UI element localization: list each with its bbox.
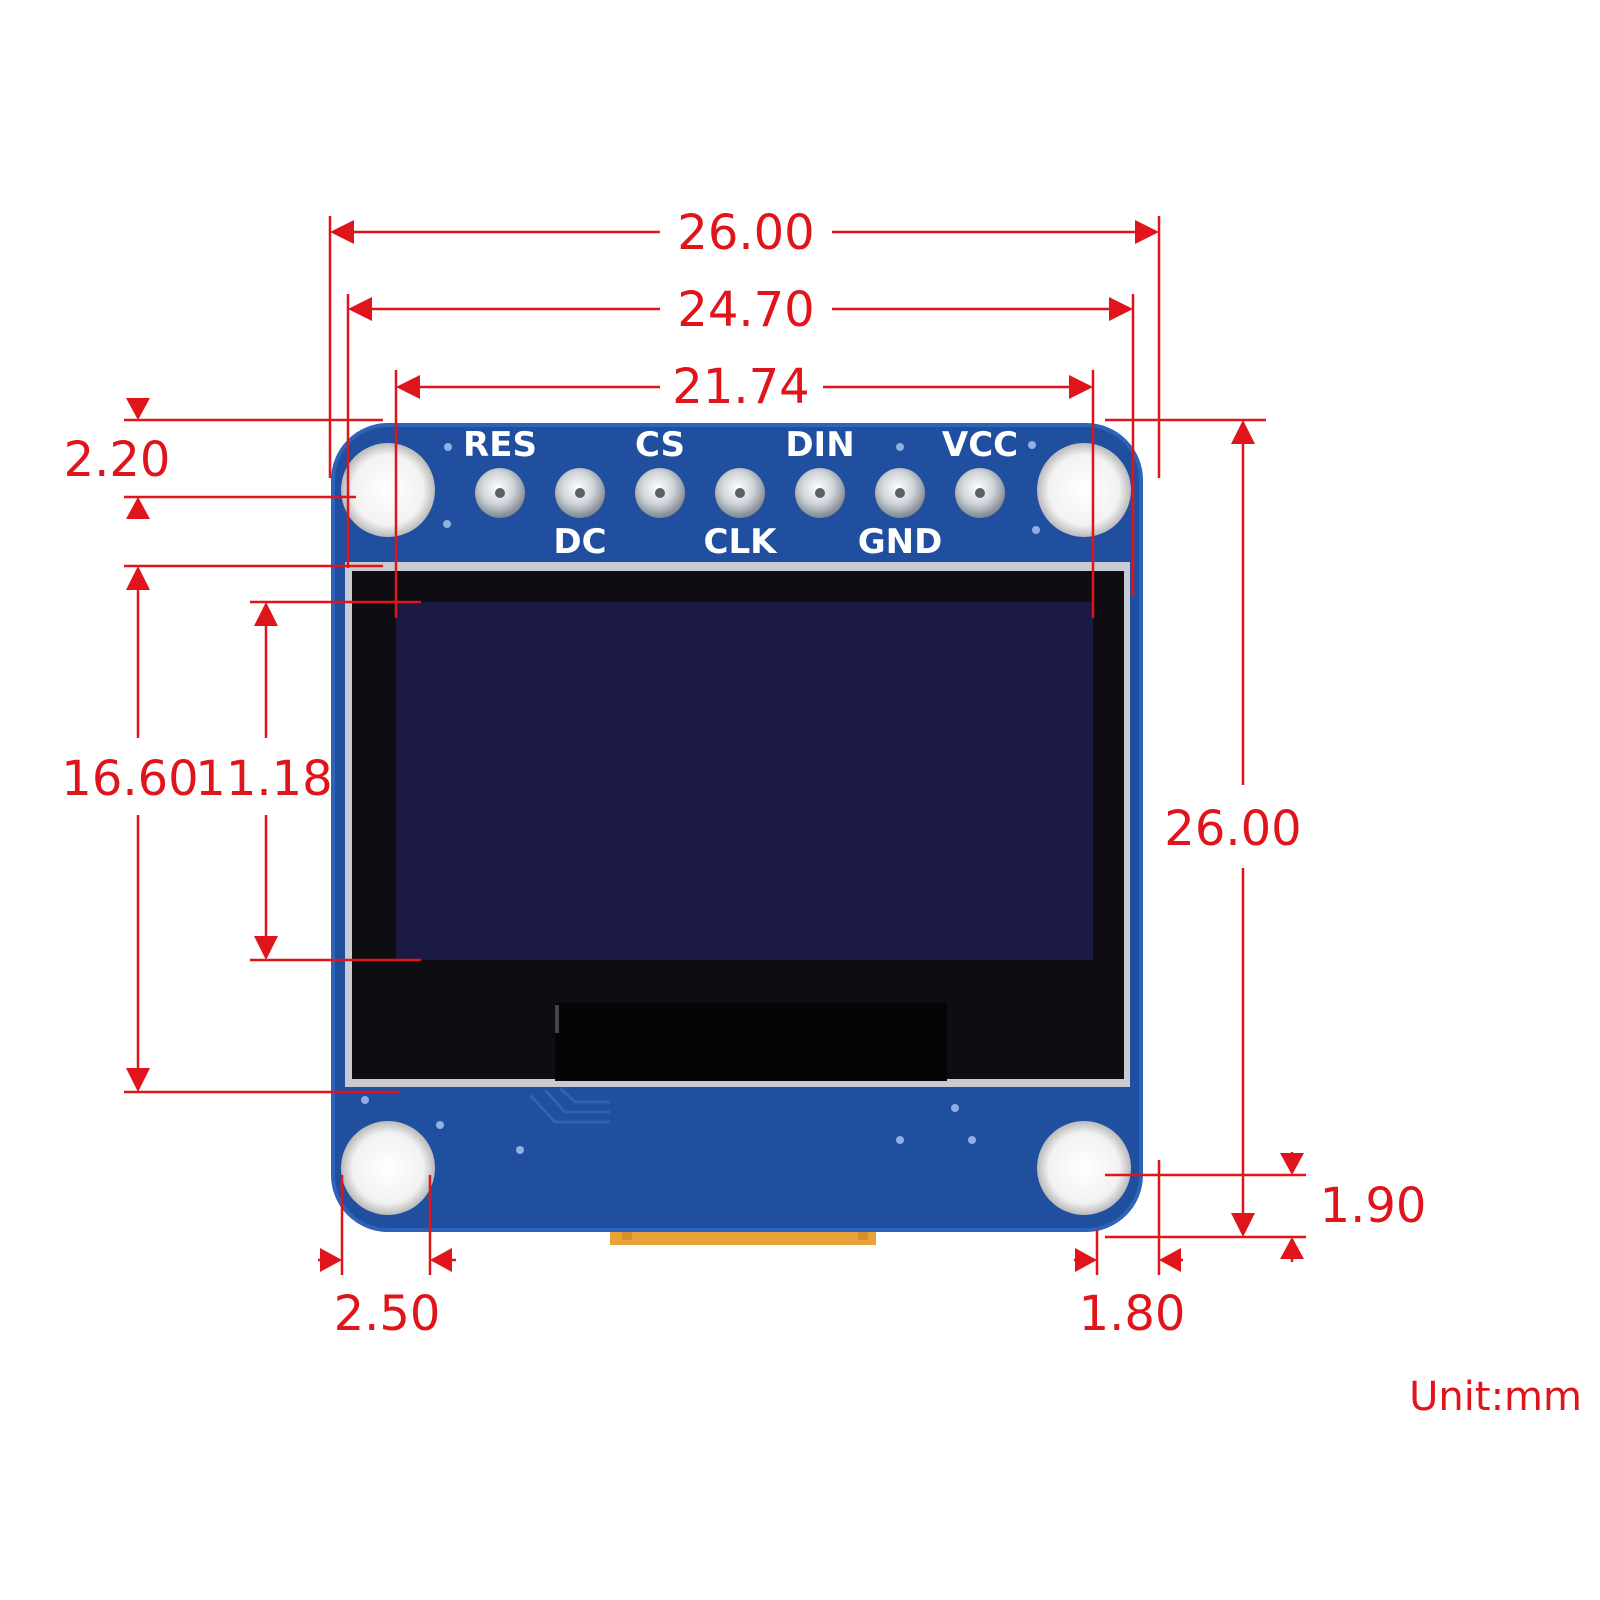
mounting-hole-top-right bbox=[1037, 443, 1131, 537]
oled-module: RES CS DIN VCC DC CLK GND bbox=[331, 423, 1143, 1245]
driver-ic bbox=[555, 1003, 947, 1081]
dimension-lines bbox=[124, 216, 1306, 1275]
pin-label-clk: CLK bbox=[704, 522, 779, 562]
pin-label-dc: DC bbox=[553, 522, 606, 562]
dim-hole-offset-bottom: 1.90 bbox=[1320, 1178, 1427, 1234]
active-area bbox=[396, 602, 1093, 960]
dim-hole-spacing-width: 24.70 bbox=[677, 282, 814, 338]
pin-label-din: DIN bbox=[785, 425, 854, 465]
pin-label-vcc: VCC bbox=[942, 425, 1018, 465]
dim-hole-offset-side: 1.80 bbox=[1079, 1286, 1186, 1342]
dim-active-area-width: 21.74 bbox=[672, 359, 809, 415]
dim-active-area-height: 11.18 bbox=[195, 751, 332, 807]
dim-overall-width: 26.00 bbox=[677, 205, 814, 261]
mounting-hole-top-left bbox=[341, 443, 435, 537]
mounting-hole-bottom-left bbox=[341, 1121, 435, 1215]
header-pads bbox=[475, 468, 1005, 518]
mounting-hole-bottom-right bbox=[1037, 1121, 1131, 1215]
pin-label-cs: CS bbox=[635, 425, 685, 465]
dimension-labels: 26.00 24.70 21.74 2.20 16.60 11.18 26.00… bbox=[61, 205, 1582, 1420]
dim-hole-offset-top: 2.20 bbox=[64, 432, 171, 488]
pin-label-gnd: GND bbox=[858, 522, 943, 562]
unit-label: Unit:mm bbox=[1409, 1374, 1582, 1420]
dim-overall-height: 26.00 bbox=[1164, 801, 1301, 857]
dim-hole-diameter: 2.50 bbox=[334, 1286, 441, 1342]
pin-label-res: RES bbox=[463, 425, 537, 465]
dim-display-height: 16.60 bbox=[61, 751, 198, 807]
